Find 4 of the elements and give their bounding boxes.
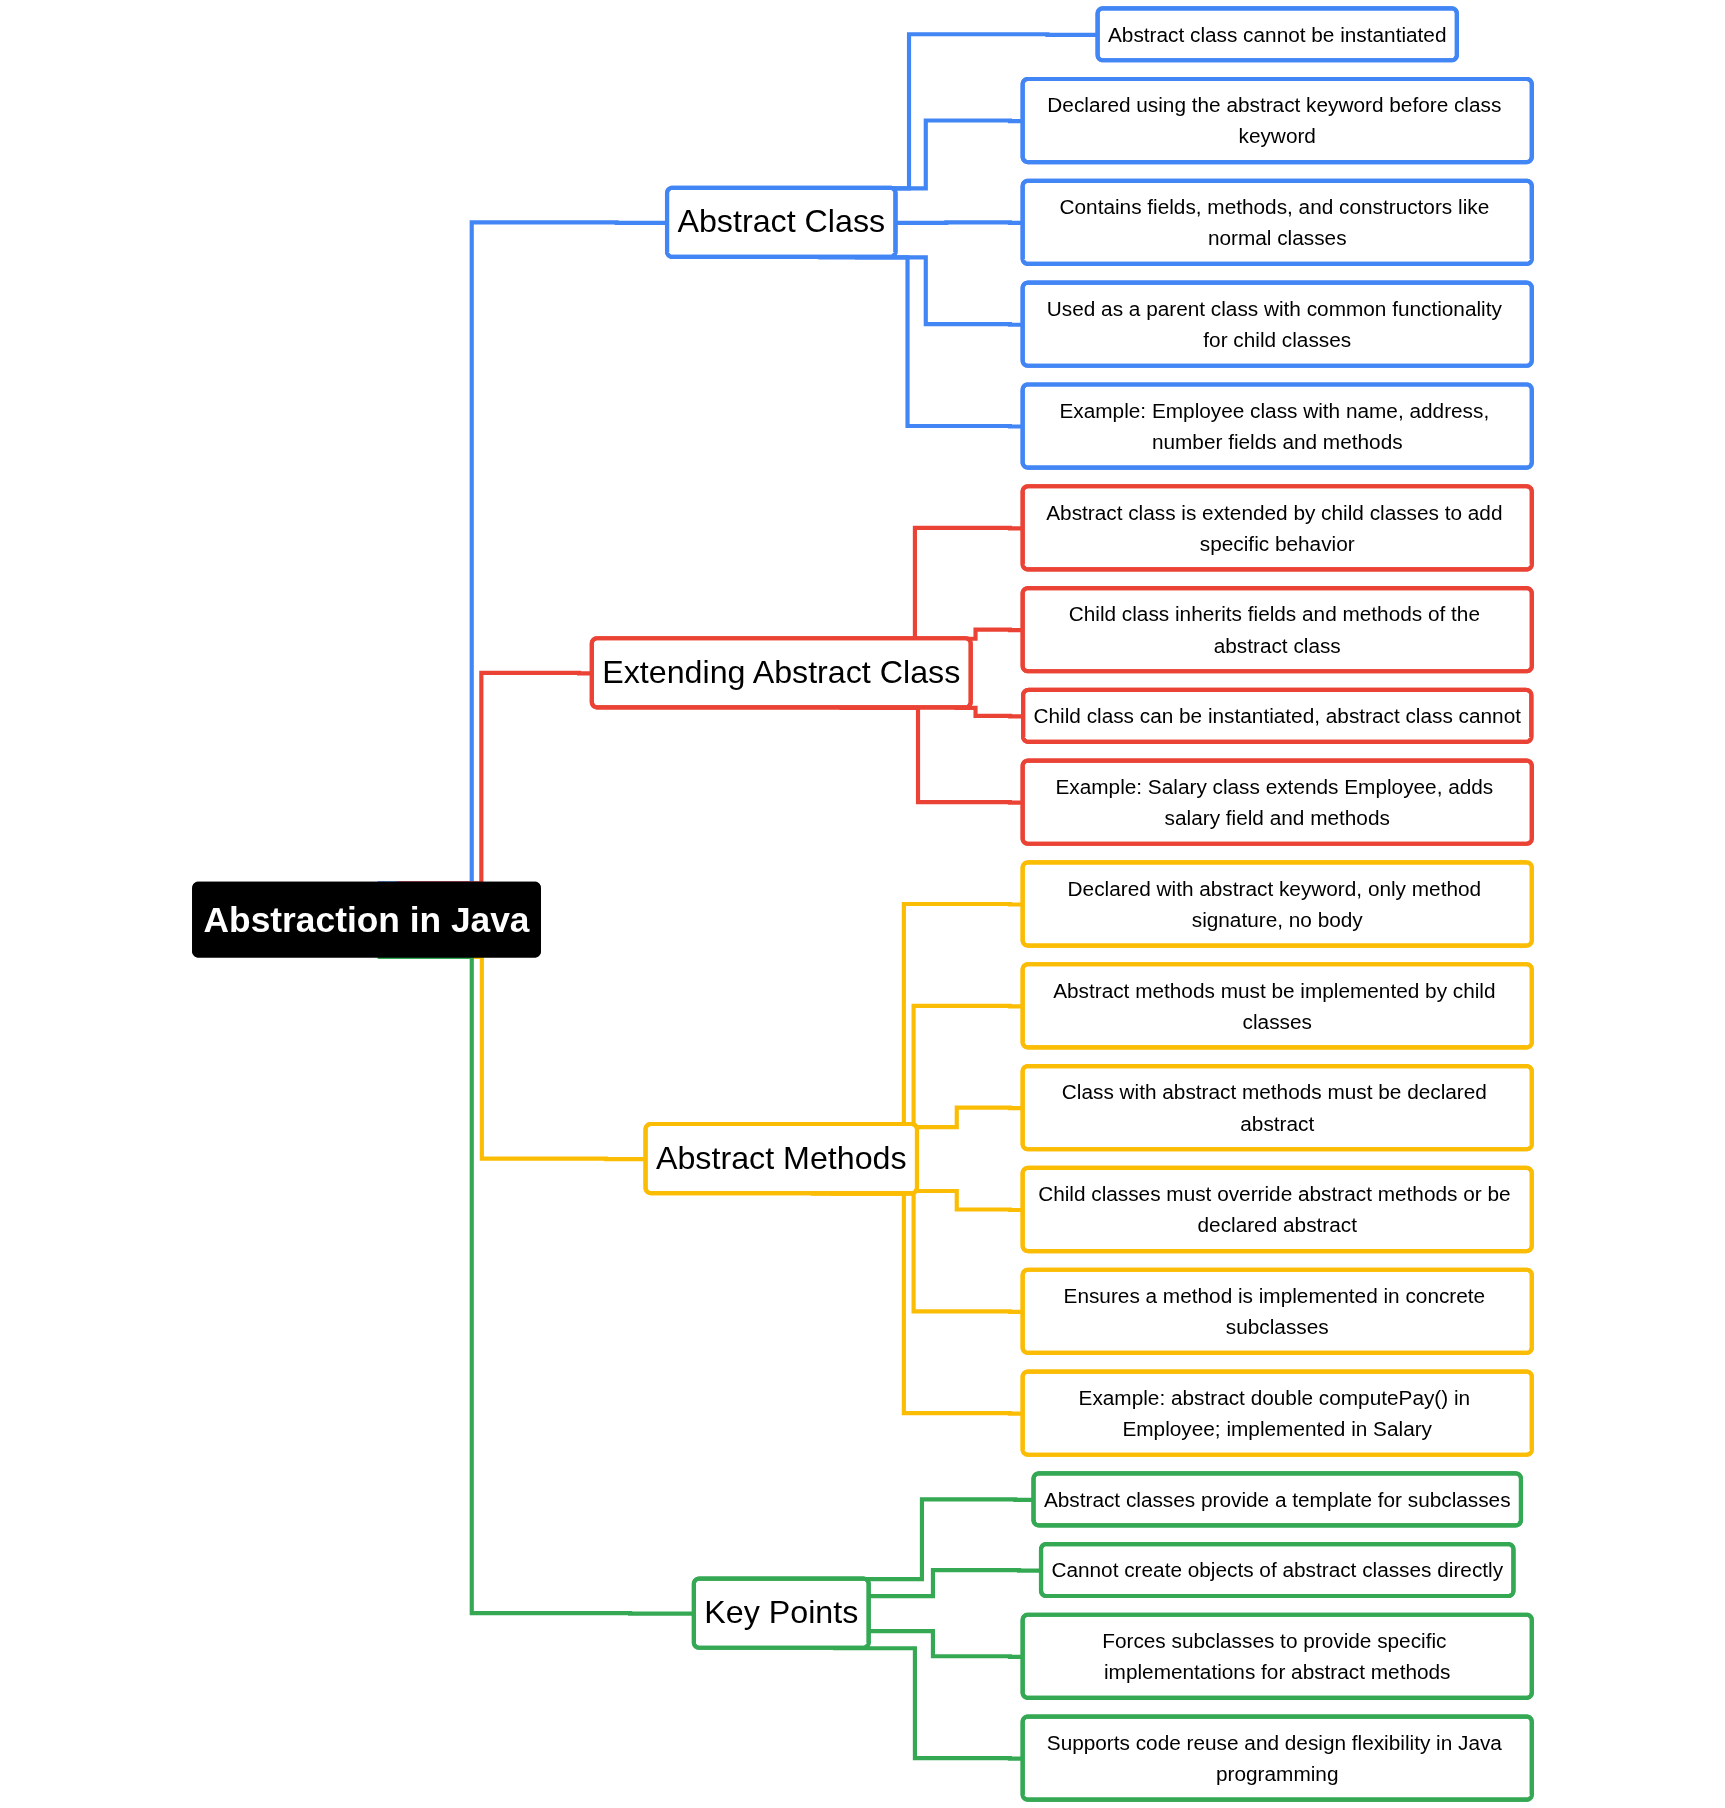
- connector: [869, 1629, 1024, 1659]
- connector: [916, 1105, 1024, 1130]
- connector: [916, 1188, 1024, 1213]
- connector: [896, 220, 1024, 225]
